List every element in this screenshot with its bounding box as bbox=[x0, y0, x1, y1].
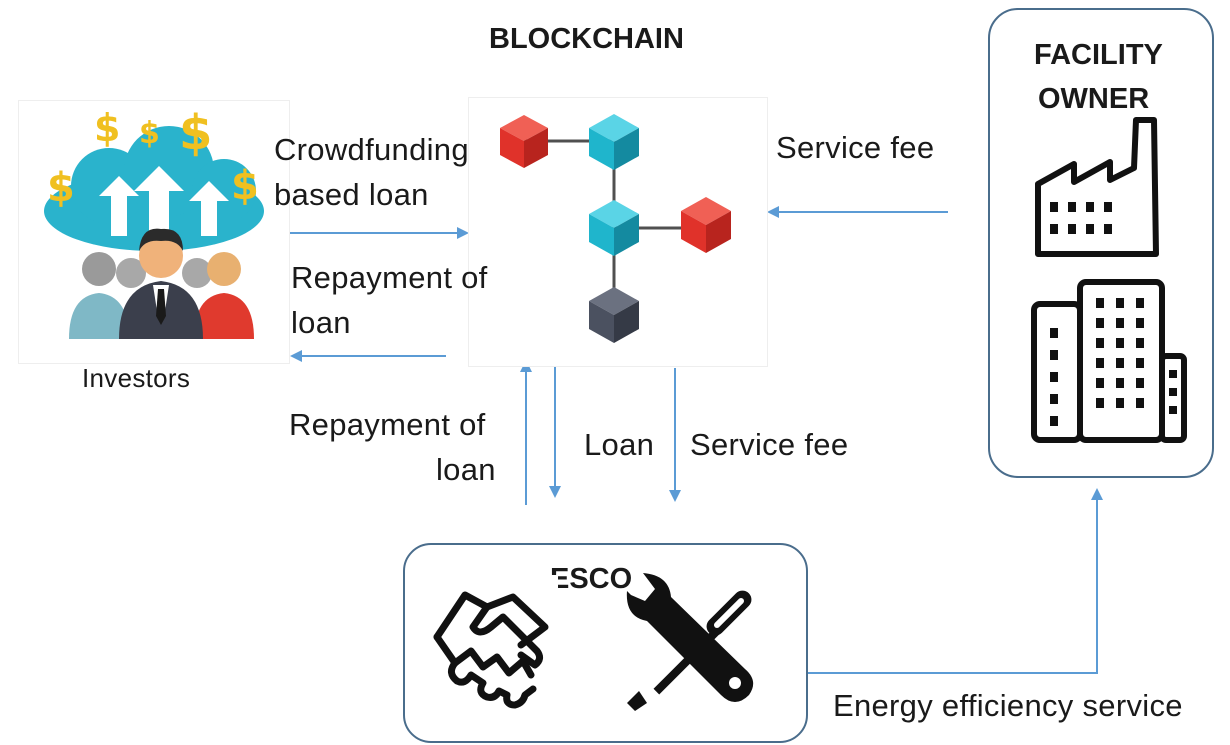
repayment-top-label-line1: Repayment of bbox=[291, 260, 488, 295]
red-block-1 bbox=[500, 115, 548, 168]
dark-block bbox=[589, 287, 639, 343]
svg-text:$: $ bbox=[231, 163, 259, 209]
blockchain-network-icon bbox=[500, 114, 731, 343]
esco-box: ESCO bbox=[403, 543, 808, 743]
repayment-bottom-label-line1: Repayment of bbox=[289, 407, 486, 442]
facility-owner-box: FACILITY OWNER bbox=[988, 8, 1214, 478]
tools-panel bbox=[617, 571, 767, 721]
blockchain-panel bbox=[468, 97, 768, 367]
teal-block-2 bbox=[589, 200, 639, 256]
investors-panel: $ $ $ $ $ bbox=[18, 100, 290, 364]
crowdfunding-label-line1: Crowdfunding bbox=[274, 132, 469, 167]
energy-efficiency-label: Energy efficiency service bbox=[833, 688, 1183, 723]
red-block-2 bbox=[681, 197, 731, 253]
facility-owner-title-line1: FACILITY bbox=[1034, 39, 1163, 71]
svg-text:$: $ bbox=[179, 105, 212, 161]
building-panel bbox=[1020, 274, 1190, 446]
esco-title: ESCO bbox=[550, 563, 633, 595]
facility-owner-title-line2: OWNER bbox=[1038, 83, 1150, 115]
investors-icon: $ $ $ $ $ bbox=[44, 105, 264, 339]
svg-text:$: $ bbox=[47, 165, 75, 211]
handshake-panel bbox=[425, 575, 558, 715]
office-building-icon bbox=[1031, 279, 1187, 443]
repayment-bottom-label-line2: loan bbox=[436, 452, 496, 487]
repayment-top-label-line2: loan bbox=[291, 305, 351, 340]
svg-text:$: $ bbox=[94, 106, 120, 150]
handshake-icon bbox=[433, 591, 549, 709]
energy-efficiency-arrow bbox=[808, 488, 1103, 674]
factory-icon bbox=[1035, 117, 1159, 257]
investors-label: Investors bbox=[82, 363, 191, 393]
crowdfunding-label-line2: based loan bbox=[274, 177, 429, 212]
svg-text:$: $ bbox=[139, 116, 160, 151]
teal-block-1 bbox=[589, 114, 639, 170]
service-fee-top-label: Service fee bbox=[776, 130, 935, 165]
loan-label: Loan bbox=[584, 427, 655, 462]
service-fee-bottom-label: Service fee bbox=[690, 427, 849, 462]
factory-panel bbox=[1022, 110, 1174, 262]
blockchain-title: BLOCKCHAIN bbox=[489, 23, 684, 55]
wrench-screwdriver-icon bbox=[626, 573, 754, 711]
